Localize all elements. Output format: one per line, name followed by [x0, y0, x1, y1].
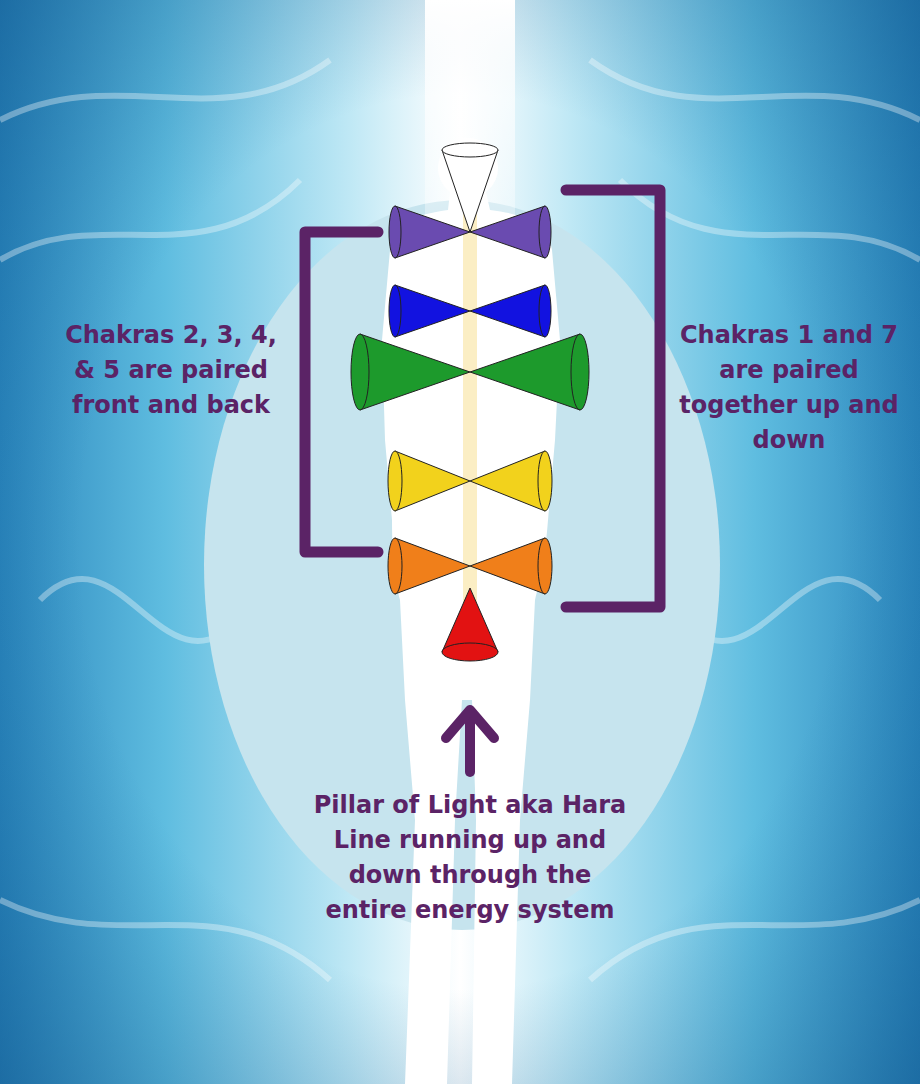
note-label: Chakras 1 and 7 are paired together up a… — [664, 318, 914, 458]
heart-chakra — [351, 334, 589, 410]
third-eye-chakra — [389, 206, 551, 258]
note-label: Pillar of Light aka Hara Line running up… — [305, 788, 635, 928]
right-bracket — [566, 190, 660, 607]
left-bracket — [305, 232, 378, 552]
human-silhouette — [382, 138, 560, 1084]
crown-cone — [442, 143, 498, 232]
solar-plexus-chakra — [388, 451, 552, 511]
root-cone — [442, 588, 498, 661]
aura-ellipse — [204, 200, 720, 930]
throat-chakra — [389, 285, 551, 337]
sacral-chakra — [388, 538, 552, 594]
up-arrow — [446, 710, 494, 772]
note-label: Chakras 2, 3, 4, & 5 are paired front an… — [52, 318, 290, 423]
